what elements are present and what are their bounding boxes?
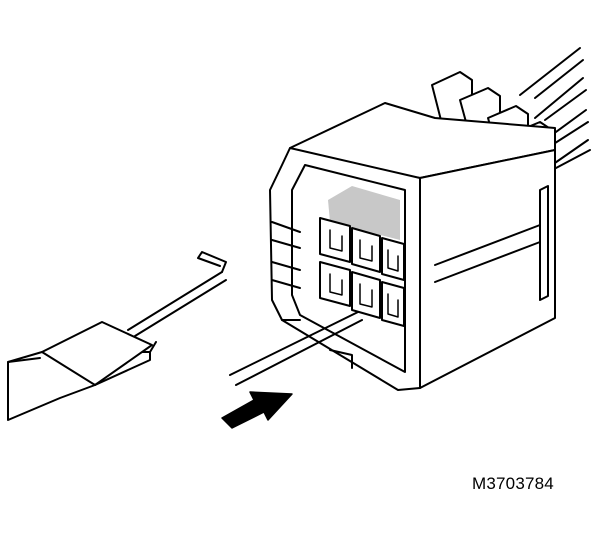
terminal-cavities [319, 217, 405, 327]
shaded-recess [328, 186, 400, 240]
connector-housing [269, 102, 556, 391]
pull-direction-arrow-icon [221, 391, 293, 429]
terminal-pick [229, 311, 363, 386]
wire-harness [519, 47, 591, 169]
terminal-extraction-tool [7, 251, 227, 421]
figure-code: M3703784 [472, 474, 554, 493]
